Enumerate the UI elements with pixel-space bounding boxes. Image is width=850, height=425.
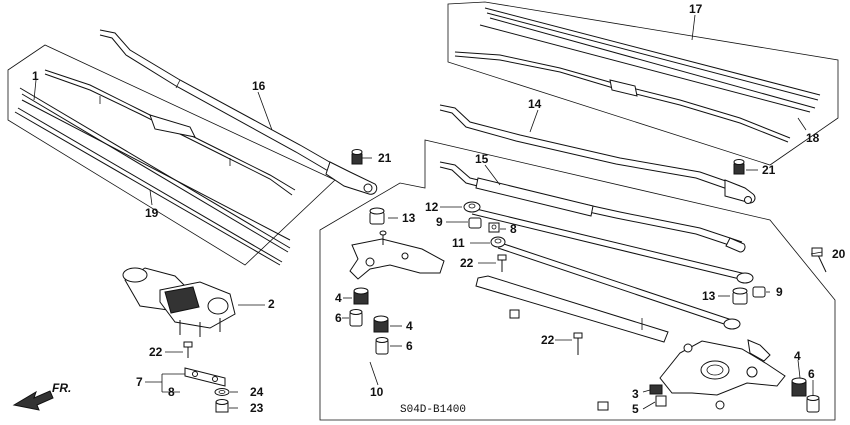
wiper-frame [475, 275, 669, 343]
callout-7: 7 [136, 375, 143, 389]
cap-9-lower [752, 286, 766, 298]
callout-5: 5 [632, 402, 639, 416]
callout-1: 1 [32, 69, 39, 83]
nut-8-upper [488, 222, 500, 233]
callout-3: 3 [632, 387, 639, 401]
grommet-4-center [373, 315, 389, 333]
callout-21-left: 21 [378, 151, 392, 165]
callout-4-right: 4 [794, 349, 801, 363]
callout-16: 16 [252, 79, 266, 93]
left-blade-group-box [7, 44, 336, 266]
callout-6-right: 6 [808, 367, 815, 381]
callout-12: 12 [425, 200, 439, 214]
front-direction-label: FR. [52, 381, 71, 395]
callout-20: 20 [832, 247, 846, 261]
left-wiper-blade [14, 69, 296, 266]
nut-21-left [351, 149, 363, 165]
callout-numbers: 1 2 3 4 4 4 5 6 6 6 7 8 8 9 9 10 11 12 1… [32, 2, 846, 416]
callout-15: 15 [475, 152, 489, 166]
link-rod-lower [497, 241, 741, 330]
right-wiper-blade [454, 7, 821, 143]
left-wiper-arm [99, 29, 378, 195]
cap-9-upper [468, 217, 482, 229]
grommet-13-upper [369, 207, 385, 225]
diagram-code: S04D-B1400 [400, 404, 466, 416]
callout-24: 24 [250, 385, 264, 399]
callout-22-motor: 22 [149, 345, 163, 359]
grommet-4-left [353, 287, 369, 305]
bushing-11 [490, 236, 506, 248]
callout-13-lower: 13 [702, 289, 716, 303]
bolt-22-middle [497, 254, 507, 272]
callout-22-middle: 22 [460, 256, 474, 270]
right-blade-group-box [447, 1, 839, 166]
collar-6-left [349, 309, 363, 327]
callout-2: 2 [268, 297, 275, 311]
callout-13-upper: 13 [402, 211, 416, 225]
callout-6-center: 6 [406, 339, 413, 353]
pivot-motor-bracket [597, 339, 786, 411]
wiper-motor [122, 267, 236, 337]
callout-4-center: 4 [406, 319, 413, 333]
wiper-arm-15 [439, 161, 746, 253]
callout-19: 19 [145, 206, 159, 220]
callout-14: 14 [528, 97, 542, 111]
callout-8-motor: 8 [168, 385, 175, 399]
callout-9-upper: 9 [436, 215, 443, 229]
callout-6-left: 6 [335, 311, 342, 325]
callout-22-lower: 22 [541, 333, 555, 347]
callout-4-left: 4 [335, 291, 342, 305]
collar-6-right [806, 395, 820, 413]
bushing-12 [463, 201, 481, 213]
callout-11: 11 [452, 236, 465, 250]
bracket-8-motor [184, 367, 226, 387]
small-nut-frame [509, 309, 520, 319]
collar-6-center [375, 337, 389, 355]
callout-18: 18 [806, 131, 820, 145]
callout-21-right: 21 [762, 163, 776, 177]
nut-21-right [733, 159, 745, 175]
front-direction-arrow: FR. [12, 381, 71, 411]
right-wiper-arm [439, 104, 756, 204]
callout-10: 10 [370, 385, 384, 399]
leader-lines [33, 14, 823, 410]
bolt-20 [811, 247, 827, 273]
grommet-13-lower [732, 287, 748, 305]
callout-23: 23 [250, 401, 264, 415]
callout-17: 17 [689, 2, 703, 16]
washer-24 [214, 388, 230, 396]
bolt-22-lower [573, 332, 583, 355]
left-pivot-bracket [349, 230, 445, 280]
linkage-group-box [319, 139, 836, 421]
callout-9-lower: 9 [776, 285, 783, 299]
nut-23 [215, 399, 229, 413]
callout-8-linkage: 8 [510, 222, 517, 236]
bolt-22-motor [183, 341, 193, 358]
grommet-4-right [791, 377, 807, 397]
link-rod-upper [471, 207, 754, 284]
